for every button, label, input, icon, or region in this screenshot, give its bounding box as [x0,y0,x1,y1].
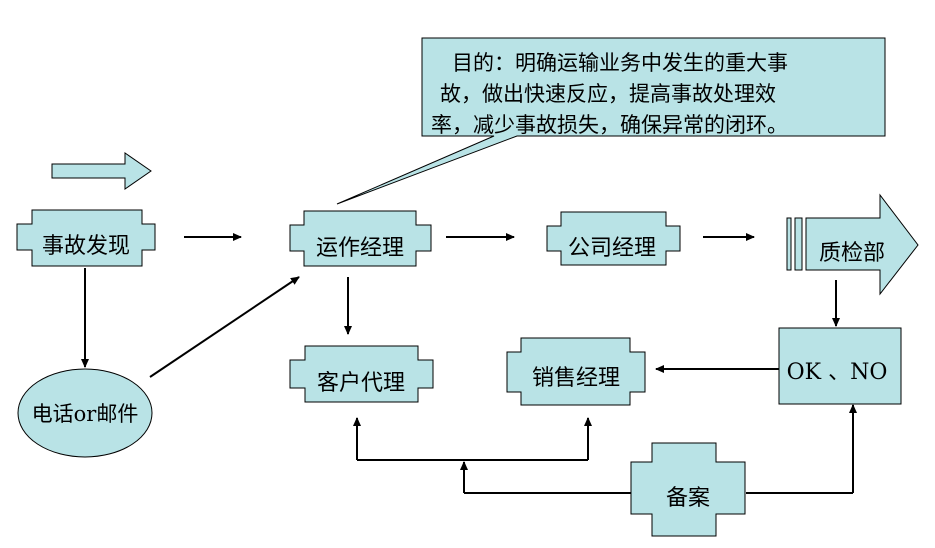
node-operations-manager-label: 运作经理 [316,236,404,261]
goal-callout: 目的：明确运输业务中发生的重大事 故，做出快速反应，提高事故处理效 率，减少事故… [336,37,886,205]
node-quality-dept-label: 质检部 [819,241,885,266]
arrow-phone-to-operations [149,276,300,378]
node-accident-discovery: 事故发现 [16,209,156,267]
node-filing: 备案 [630,442,746,537]
node-accident-discovery-label: 事故发现 [42,234,130,259]
callout-line-1: 目的：明确运输业务中发生的重大事 [452,51,788,75]
connectors [81,233,857,494]
callout-line-3: 率，减少事故损失，确保异常的闭环。 [431,113,788,137]
node-phone-or-mail: 电话or邮件 [17,368,153,458]
decorative-arrow-icon [51,152,152,190]
callout-line-2: 故，做出快速反应，提高事故处理效 [440,82,776,106]
node-sales-manager: 销售经理 [506,337,646,406]
node-customer-agent-label: 客户代理 [317,371,405,396]
node-ok-no: OK 、NO [778,327,902,405]
node-company-manager: 公司经理 [546,211,681,266]
node-quality-dept: 质检部 [786,193,919,296]
node-customer-agent: 客户代理 [289,345,434,403]
node-phone-or-mail-label: 电话or邮件 [32,402,139,426]
node-sales-manager-label: 销售经理 [532,366,620,391]
node-company-manager-label: 公司经理 [568,236,656,261]
node-operations-manager: 运作经理 [289,210,432,267]
node-ok-no-label: OK 、NO [787,360,888,385]
node-filing-label: 备案 [666,486,710,511]
